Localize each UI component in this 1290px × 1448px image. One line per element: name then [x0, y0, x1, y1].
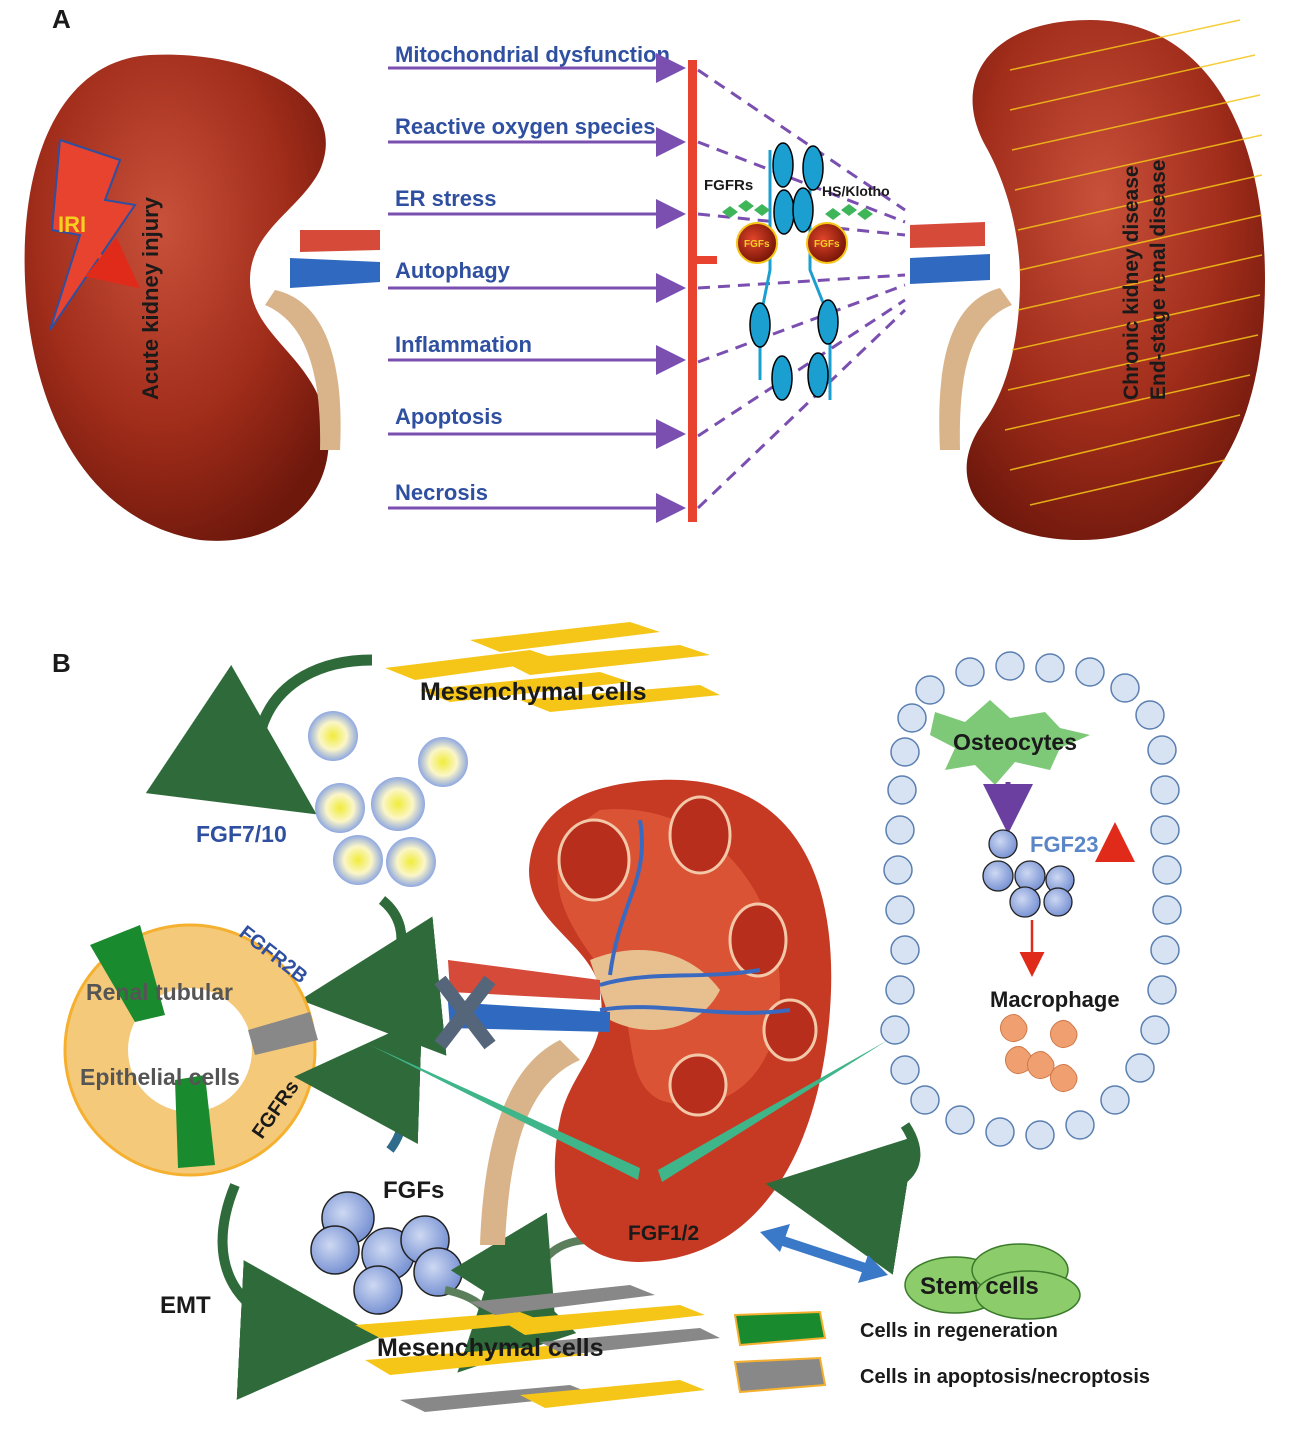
legend-label: Cells in apoptosis/necroptosis	[860, 1366, 1150, 1388]
artery-icon	[300, 230, 380, 252]
fgf23-label: FGF23	[1030, 832, 1098, 857]
inhibition-tick	[697, 256, 717, 264]
stem-cells-label: Stem cells	[920, 1273, 1039, 1300]
vein-icon	[448, 1002, 610, 1032]
pathway-label: ER stress	[395, 186, 497, 211]
fgfs-ball-label: FGFs	[744, 239, 770, 250]
panel-a-label: A	[52, 4, 71, 34]
emt-label: EMT	[160, 1292, 211, 1319]
hs-klotho-label: HS/Klotho	[822, 183, 890, 199]
fgfs-ball-label: FGFs	[814, 239, 840, 250]
acute-kidney-injury-label: Acute kidney injury	[138, 196, 163, 400]
pathway-label: Autophagy	[395, 258, 511, 283]
legend-label: Cells in regeneration	[860, 1320, 1058, 1342]
left-kidney: IRI Acute kidney injury	[24, 54, 380, 541]
receptor-diagram: FGFs FGFs FGFRs HS/Klotho	[704, 142, 890, 401]
curved-arrow	[294, 1018, 423, 1153]
ckd-label: Chronic kidney disease	[1120, 165, 1143, 400]
double-arrow	[760, 1224, 888, 1283]
pathway-label: Necrosis	[395, 480, 488, 505]
epithelial-label: Epithelial cells	[80, 1064, 240, 1090]
central-kidney	[434, 779, 832, 1262]
stem-cells-icon	[904, 1243, 1081, 1320]
fgfrs-label: FGFRs	[704, 177, 753, 194]
teal-wedge	[658, 1040, 888, 1182]
teal-wedge	[370, 1045, 640, 1180]
osteocytes-label: Osteocytes	[953, 729, 1077, 755]
panel-b-label: B	[52, 648, 71, 678]
iri-arrow	[85, 237, 140, 289]
pathways: Mitochondrial dysfunction Reactive oxyge…	[388, 42, 686, 523]
right-kidney: Chronic kidney disease End-stage renal d…	[910, 19, 1265, 540]
ureter-icon	[265, 290, 341, 450]
mesenchymal-top-label: Mesenchymal cells	[420, 678, 647, 706]
fgf7-10-label: FGF7/10	[196, 821, 287, 847]
vein-icon	[290, 258, 380, 288]
emt-arrow	[217, 1183, 380, 1400]
curved-arrow	[765, 1122, 921, 1275]
legend-swatch-apoptosis	[733, 1356, 827, 1394]
pathway-label: Apoptosis	[395, 404, 503, 429]
dashed-fan	[696, 68, 907, 510]
vein-icon	[910, 254, 990, 284]
pathway-label: Mitochondrial dysfunction	[395, 42, 670, 67]
artery-icon	[910, 222, 985, 248]
mesenchymal-bottom-label: Mesenchymal cells	[377, 1334, 604, 1362]
inhibition-bar	[688, 60, 697, 522]
renal-tubular-ring	[63, 923, 318, 1177]
macrophage-label: Macrophage	[990, 987, 1120, 1012]
curved-arrow	[145, 654, 373, 815]
macrophage-icons	[999, 1014, 1078, 1092]
curved-arrow	[300, 896, 447, 1056]
renal-tubular-label: Renal tubular	[86, 979, 233, 1005]
esrd-label: End-stage renal disease	[1147, 160, 1170, 400]
osteocyte-icon	[930, 700, 1090, 785]
iri-label: IRI	[58, 212, 86, 237]
fgf1-2-label: FGF1/2	[628, 1222, 699, 1245]
block-x-icon	[434, 975, 496, 1050]
ureter-icon	[939, 288, 1012, 450]
legend: Cells in regeneration Cells in apoptosis…	[733, 1310, 1150, 1394]
pathway-label: Inflammation	[395, 332, 532, 357]
legend-swatch-regeneration	[733, 1310, 827, 1347]
enclosure-circles	[880, 651, 1182, 1150]
ureter-icon	[480, 1040, 580, 1245]
fgf7-10-cells	[308, 711, 468, 887]
mesenchymal-top-cells	[385, 622, 720, 712]
fgfs-label: FGFs	[383, 1177, 444, 1204]
pathway-label: Reactive oxygen species	[395, 114, 655, 139]
fgf23-cells	[982, 829, 1075, 918]
fgfs-cells	[310, 1191, 463, 1315]
mesenchymal-bottom-cells	[355, 1285, 720, 1412]
